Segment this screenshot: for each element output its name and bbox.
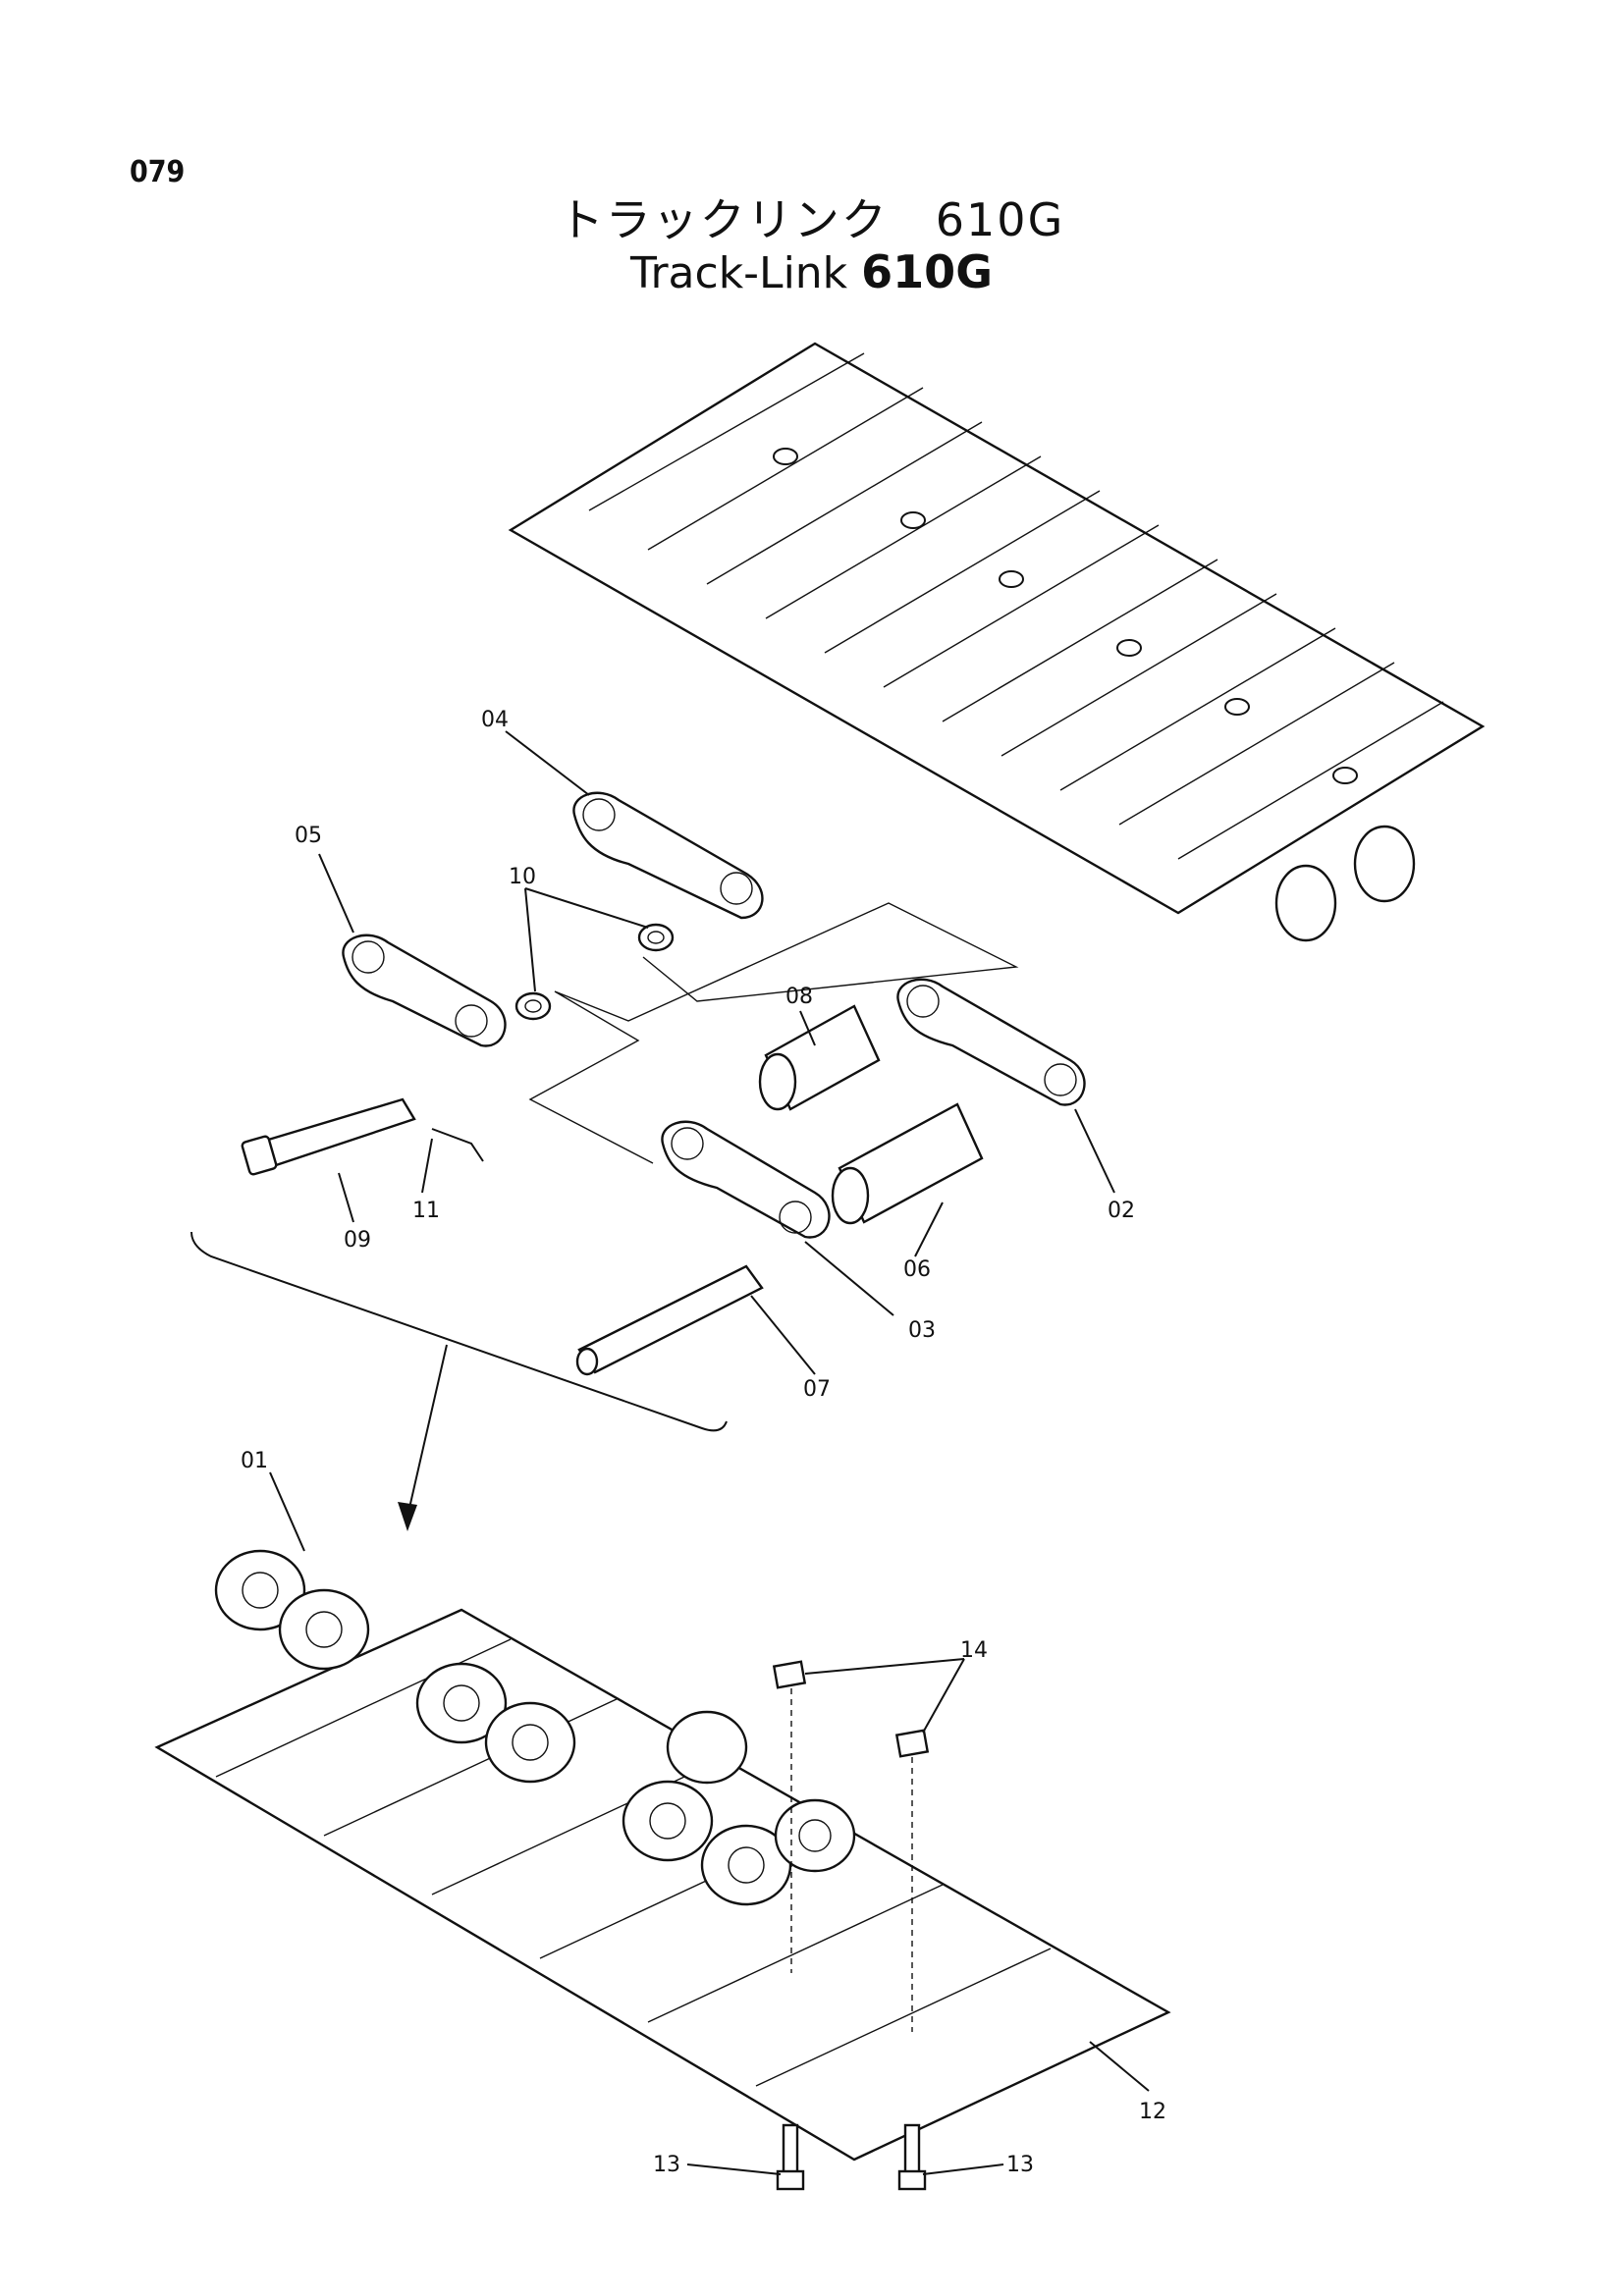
callout-09: 09 xyxy=(344,1228,371,1253)
callout-08: 08 xyxy=(785,985,813,1009)
callout-03: 03 xyxy=(908,1318,936,1343)
callout-13-left: 13 xyxy=(653,2153,680,2177)
callout-01: 01 xyxy=(241,1449,268,1473)
part-14-nut xyxy=(772,1660,930,2032)
part-13-bolt xyxy=(776,2123,927,2191)
assembled-track-lower xyxy=(154,1549,1171,2162)
callout-05: 05 xyxy=(295,824,322,848)
title-japanese: トラックリンク 610G xyxy=(558,193,1065,246)
callout-12: 12 xyxy=(1139,2100,1166,2124)
page-number: 079 xyxy=(130,155,186,189)
callout-07: 07 xyxy=(803,1377,831,1402)
part-05-link xyxy=(342,934,507,1047)
part-07-pin xyxy=(575,1264,764,1376)
part-03-link xyxy=(661,1120,831,1239)
callout-02: 02 xyxy=(1108,1199,1135,1223)
assembly-guide-lines xyxy=(528,902,1019,1164)
group-brace xyxy=(190,1231,728,1432)
part-02-link xyxy=(896,978,1086,1106)
callout-11: 11 xyxy=(412,1199,440,1223)
callout-06: 06 xyxy=(903,1257,931,1282)
callout-10: 10 xyxy=(509,865,536,889)
assembled-track-upper xyxy=(508,342,1486,942)
title-model: 610G xyxy=(861,245,993,298)
leader-lines xyxy=(269,730,1150,2175)
callout-13-right: 13 xyxy=(1006,2153,1034,2177)
callout-04: 04 xyxy=(481,708,509,732)
part-11-clip xyxy=(431,1128,484,1162)
title-english: Track-Link 610G xyxy=(0,245,1623,298)
callout-14: 14 xyxy=(960,1638,988,1663)
part-08-bushing xyxy=(758,1004,881,1111)
group-arrow xyxy=(406,1344,448,1518)
part-10-seal xyxy=(514,923,675,1021)
part-06-bushing xyxy=(831,1102,984,1225)
part-04-link xyxy=(572,791,764,920)
group-arrowhead xyxy=(398,1502,417,1531)
title-english-text: Track-Link xyxy=(630,248,848,298)
part-09-pin xyxy=(241,1097,416,1176)
